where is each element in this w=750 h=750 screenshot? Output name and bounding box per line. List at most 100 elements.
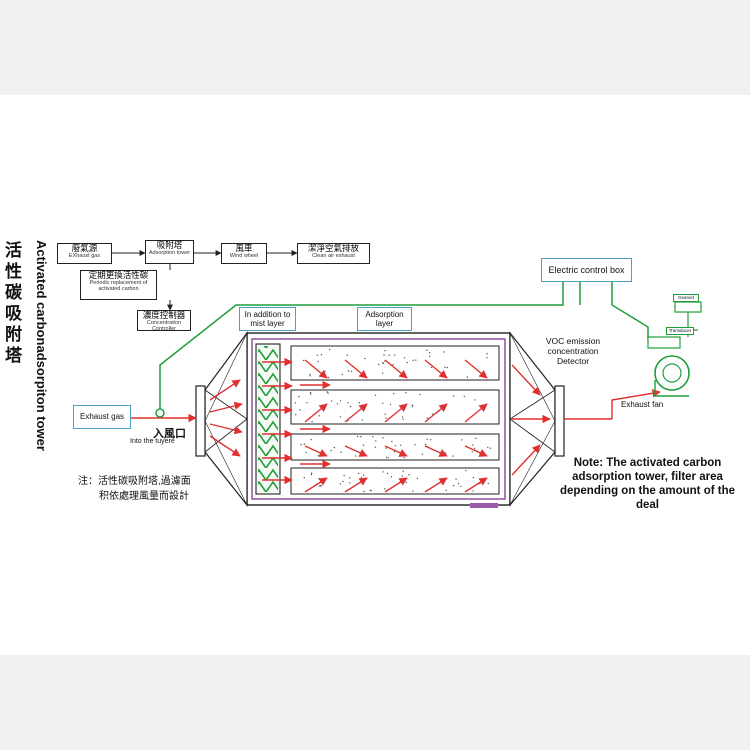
- carbon-particle: [381, 362, 384, 364]
- callout-exhaust-gas: Exhaust gas: [73, 405, 131, 429]
- carbon-particle: [378, 363, 380, 366]
- carbon-particle: [305, 451, 307, 453]
- airflow-arrow: [344, 403, 368, 423]
- carbon-particle: [343, 474, 345, 477]
- airflow-arrow: [424, 445, 448, 457]
- carbon-particle: [444, 366, 446, 368]
- carbon-particle: [403, 457, 405, 459]
- callout-gearset: Gearset: [673, 294, 699, 302]
- carbon-particle: [412, 359, 414, 361]
- voc-detector-label: VOC emission concentration Detector: [545, 336, 601, 366]
- title-english: Activated carbonadsorpiton tower: [34, 240, 49, 451]
- carbon-particle: [339, 400, 342, 402]
- airflow-arrow: [304, 477, 328, 493]
- inlet-label-en: Into the tuyere: [130, 438, 175, 445]
- carbon-particle: [472, 490, 474, 492]
- carbon-particle: [358, 402, 361, 404]
- carbon-particle: [402, 418, 404, 420]
- airflow-arrow: [424, 403, 448, 423]
- carbon-particle: [309, 373, 311, 376]
- airflow-arrow: [384, 403, 408, 423]
- flow-box-cn: 潔淨空氣排放: [307, 243, 359, 253]
- carbon-particle: [453, 395, 455, 397]
- carbon-particle: [339, 483, 342, 485]
- carbon-particle: [472, 476, 475, 479]
- title-chinese: 活性碳吸附塔: [5, 241, 22, 365]
- carbon-particle: [426, 349, 428, 351]
- flow-box-en: Concentration Controller: [146, 320, 182, 332]
- carbon-particle: [391, 440, 393, 443]
- carbon-particle: [311, 421, 313, 423]
- carbon-particle: [309, 391, 312, 394]
- airflow-arrow: [344, 359, 368, 379]
- carbon-particle: [426, 417, 429, 419]
- flow-box-cn: 風車: [235, 243, 253, 253]
- carbon-particle: [406, 361, 408, 364]
- airflow-arrow: [511, 444, 541, 476]
- flow-box-clean-air: 潔淨空氣排放 Clean air exhaust: [297, 243, 370, 264]
- carbon-particle: [336, 403, 339, 405]
- carbon-particle: [374, 446, 376, 448]
- carbon-particle: [473, 447, 476, 450]
- carbon-particle: [362, 444, 365, 446]
- carbon-particle: [310, 393, 312, 395]
- airflow-arrow: [384, 445, 408, 457]
- flow-box-en: Clean air exhaust: [312, 253, 355, 259]
- note-text: Note: The activated carbon adsorption to…: [559, 457, 736, 511]
- carbon-particle: [328, 348, 331, 351]
- exhaust-fan-label: Exhaust fan: [621, 400, 664, 409]
- footnote-line-2: 积依處理風量而設計: [99, 491, 189, 502]
- carbon-particle: [356, 435, 359, 438]
- carbon-particle: [327, 376, 330, 379]
- carbon-particle: [319, 484, 322, 487]
- carbon-particle: [466, 376, 469, 378]
- carbon-particle: [461, 439, 463, 441]
- carbon-particle: [358, 472, 360, 475]
- carbon-particle: [429, 355, 431, 358]
- carbon-particle: [303, 443, 306, 445]
- carbon-particle: [363, 474, 365, 476]
- flow-box-en: Adsorption tower: [148, 250, 191, 256]
- carbon-particle: [347, 370, 350, 372]
- carbon-particle: [381, 372, 384, 374]
- airflow-arrow: [209, 401, 243, 413]
- carbon-particle: [310, 438, 312, 441]
- carbon-particle: [389, 403, 392, 406]
- carbon-particle: [349, 482, 351, 484]
- carbon-particle: [298, 395, 300, 398]
- carbon-particle: [415, 359, 417, 361]
- airflow-arrow: [384, 359, 408, 379]
- carbon-particle: [405, 392, 407, 394]
- carbon-particle: [385, 447, 387, 449]
- airflow-arrow: [424, 477, 448, 493]
- carbon-particle: [405, 481, 408, 484]
- footnote-line-1: 注：活性碳吸附塔,過濾面: [78, 476, 191, 487]
- carbon-particle: [324, 370, 326, 372]
- control-signal-lines: [155, 282, 649, 418]
- flow-box-carbon-replacement: 定期更換活性碳 Periodic replacement of activate…: [80, 270, 157, 300]
- carbon-particle: [384, 488, 386, 490]
- flow-box-cn: 廢氣源: [71, 243, 98, 253]
- carbon-particle: [401, 475, 404, 477]
- flowchart-connectors: [112, 250, 298, 311]
- carbon-particle: [403, 357, 406, 359]
- carbon-particle: [475, 437, 477, 439]
- carbon-particle: [384, 350, 386, 352]
- airflow-arrow: [464, 477, 488, 493]
- carbon-particle: [364, 357, 366, 360]
- carbon-particle: [392, 364, 394, 366]
- carbon-particle: [316, 354, 318, 356]
- flow-box-en: Wind wheel: [229, 253, 259, 259]
- carbon-particle: [360, 476, 363, 479]
- carbon-particle: [347, 402, 349, 404]
- carbon-particle: [318, 415, 320, 417]
- carbon-particle: [306, 402, 308, 404]
- carbon-particle: [330, 400, 333, 402]
- carbon-particle: [363, 490, 365, 493]
- carbon-particle: [393, 392, 395, 395]
- airflow-arrow: [304, 403, 328, 423]
- carbon-particle: [385, 456, 388, 458]
- carbon-particle: [394, 445, 397, 447]
- carbon-particle: [355, 455, 357, 457]
- carbon-particle: [299, 409, 301, 411]
